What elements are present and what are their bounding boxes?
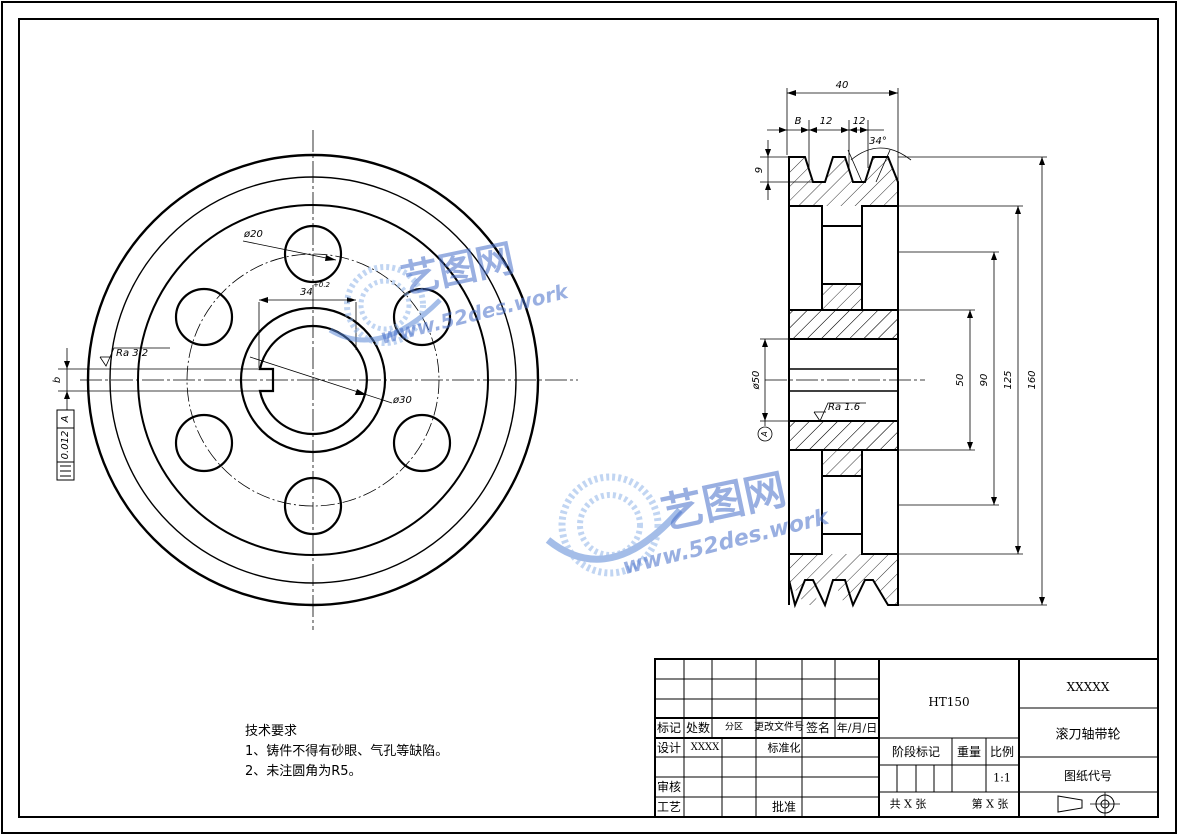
dim-keyway-tolerance: +0.2 (313, 281, 330, 289)
tb-material: HT150 (928, 695, 970, 709)
dim-d125: 125 (1003, 370, 1014, 390)
tb-doc-no: 更改文件号 (754, 722, 804, 733)
rim-profile-top (788, 156, 899, 206)
tb-sign: 签名 (805, 721, 831, 735)
hole-lower-left (174, 413, 234, 473)
dim-keyway-width: 34 (300, 287, 313, 298)
dim-bore-diameter: ø30 (393, 395, 412, 406)
tb-standardize: 标准化 (767, 741, 801, 755)
hole-upper-left (174, 287, 234, 347)
roughness-left: Ra 3.2 (116, 348, 149, 359)
tb-total-sheets: 共 X 张 (889, 797, 927, 811)
dim-groove-angle: 34° (869, 136, 887, 147)
roughness-section: Ra 1.6 (828, 402, 861, 413)
tb-zone: 分区 (724, 722, 744, 733)
watermark-globe-icon (328, 264, 442, 346)
section-view (757, 88, 1047, 609)
tb-company: XXXXX (1066, 680, 1110, 694)
technical-requirements: 技术要求 1、铸件不得有砂眼、气孔等缺陷。 2、未注圆角为R5。 (245, 722, 448, 782)
tb-stage-mark: 阶段标记 (891, 745, 941, 759)
dim-groove-pitch-2: 12 (852, 116, 866, 127)
tolerance-datum: A (60, 415, 71, 423)
tb-process: 工艺 (656, 800, 682, 814)
rim-profile-bottom (788, 554, 899, 609)
bore-with-keyway (258, 324, 368, 436)
dim-groove-depth: 9 (754, 166, 765, 174)
title-block (654, 658, 1159, 818)
dim-overall-width: 40 (835, 80, 849, 91)
dim-groove-pitch-1: 12 (819, 116, 833, 127)
tb-scale-value: 1:1 (993, 771, 1011, 785)
watermark-globe-icon-2 (545, 473, 683, 577)
tb-weight: 重量 (956, 745, 982, 759)
tolerance-value: 0.012 (60, 430, 71, 460)
tb-sheet-no: 第 X 张 (971, 797, 1009, 811)
front-view (56, 130, 578, 630)
tech-heading: 技术要求 (245, 724, 298, 739)
tb-part-name: 滚刀轴带轮 (1055, 727, 1121, 743)
tb-drawing-code: 图纸代号 (1063, 769, 1113, 783)
tech-item-1: 1、铸件不得有砂眼、气孔等缺陷。 (245, 744, 449, 759)
tb-review: 审核 (656, 780, 682, 794)
datum-symbol-label: A (760, 431, 769, 437)
inner-frame (18, 18, 1159, 818)
tech-item-2: 2、未注圆角为R5。 (245, 764, 362, 779)
dim-d90: 90 (979, 373, 990, 387)
tb-approve: 批准 (771, 800, 797, 814)
tb-date: 年/月/日 (836, 721, 878, 735)
dim-d50: 50 (955, 373, 966, 387)
tb-designer: XXXX (690, 742, 720, 753)
tb-scale: 比例 (989, 745, 1015, 759)
tb-design: 设计 (656, 741, 682, 755)
dim-d160: 160 (1027, 370, 1038, 390)
dim-hub-diameter: ø50 (751, 370, 762, 390)
dim-hole-diameter: ø20 (244, 229, 263, 240)
hole-lower-right (392, 413, 452, 473)
tb-mark: 标记 (656, 721, 682, 735)
dim-groove-b: B (794, 116, 802, 127)
dim-key-b: b (52, 376, 63, 384)
tb-count: 处数 (685, 721, 711, 735)
